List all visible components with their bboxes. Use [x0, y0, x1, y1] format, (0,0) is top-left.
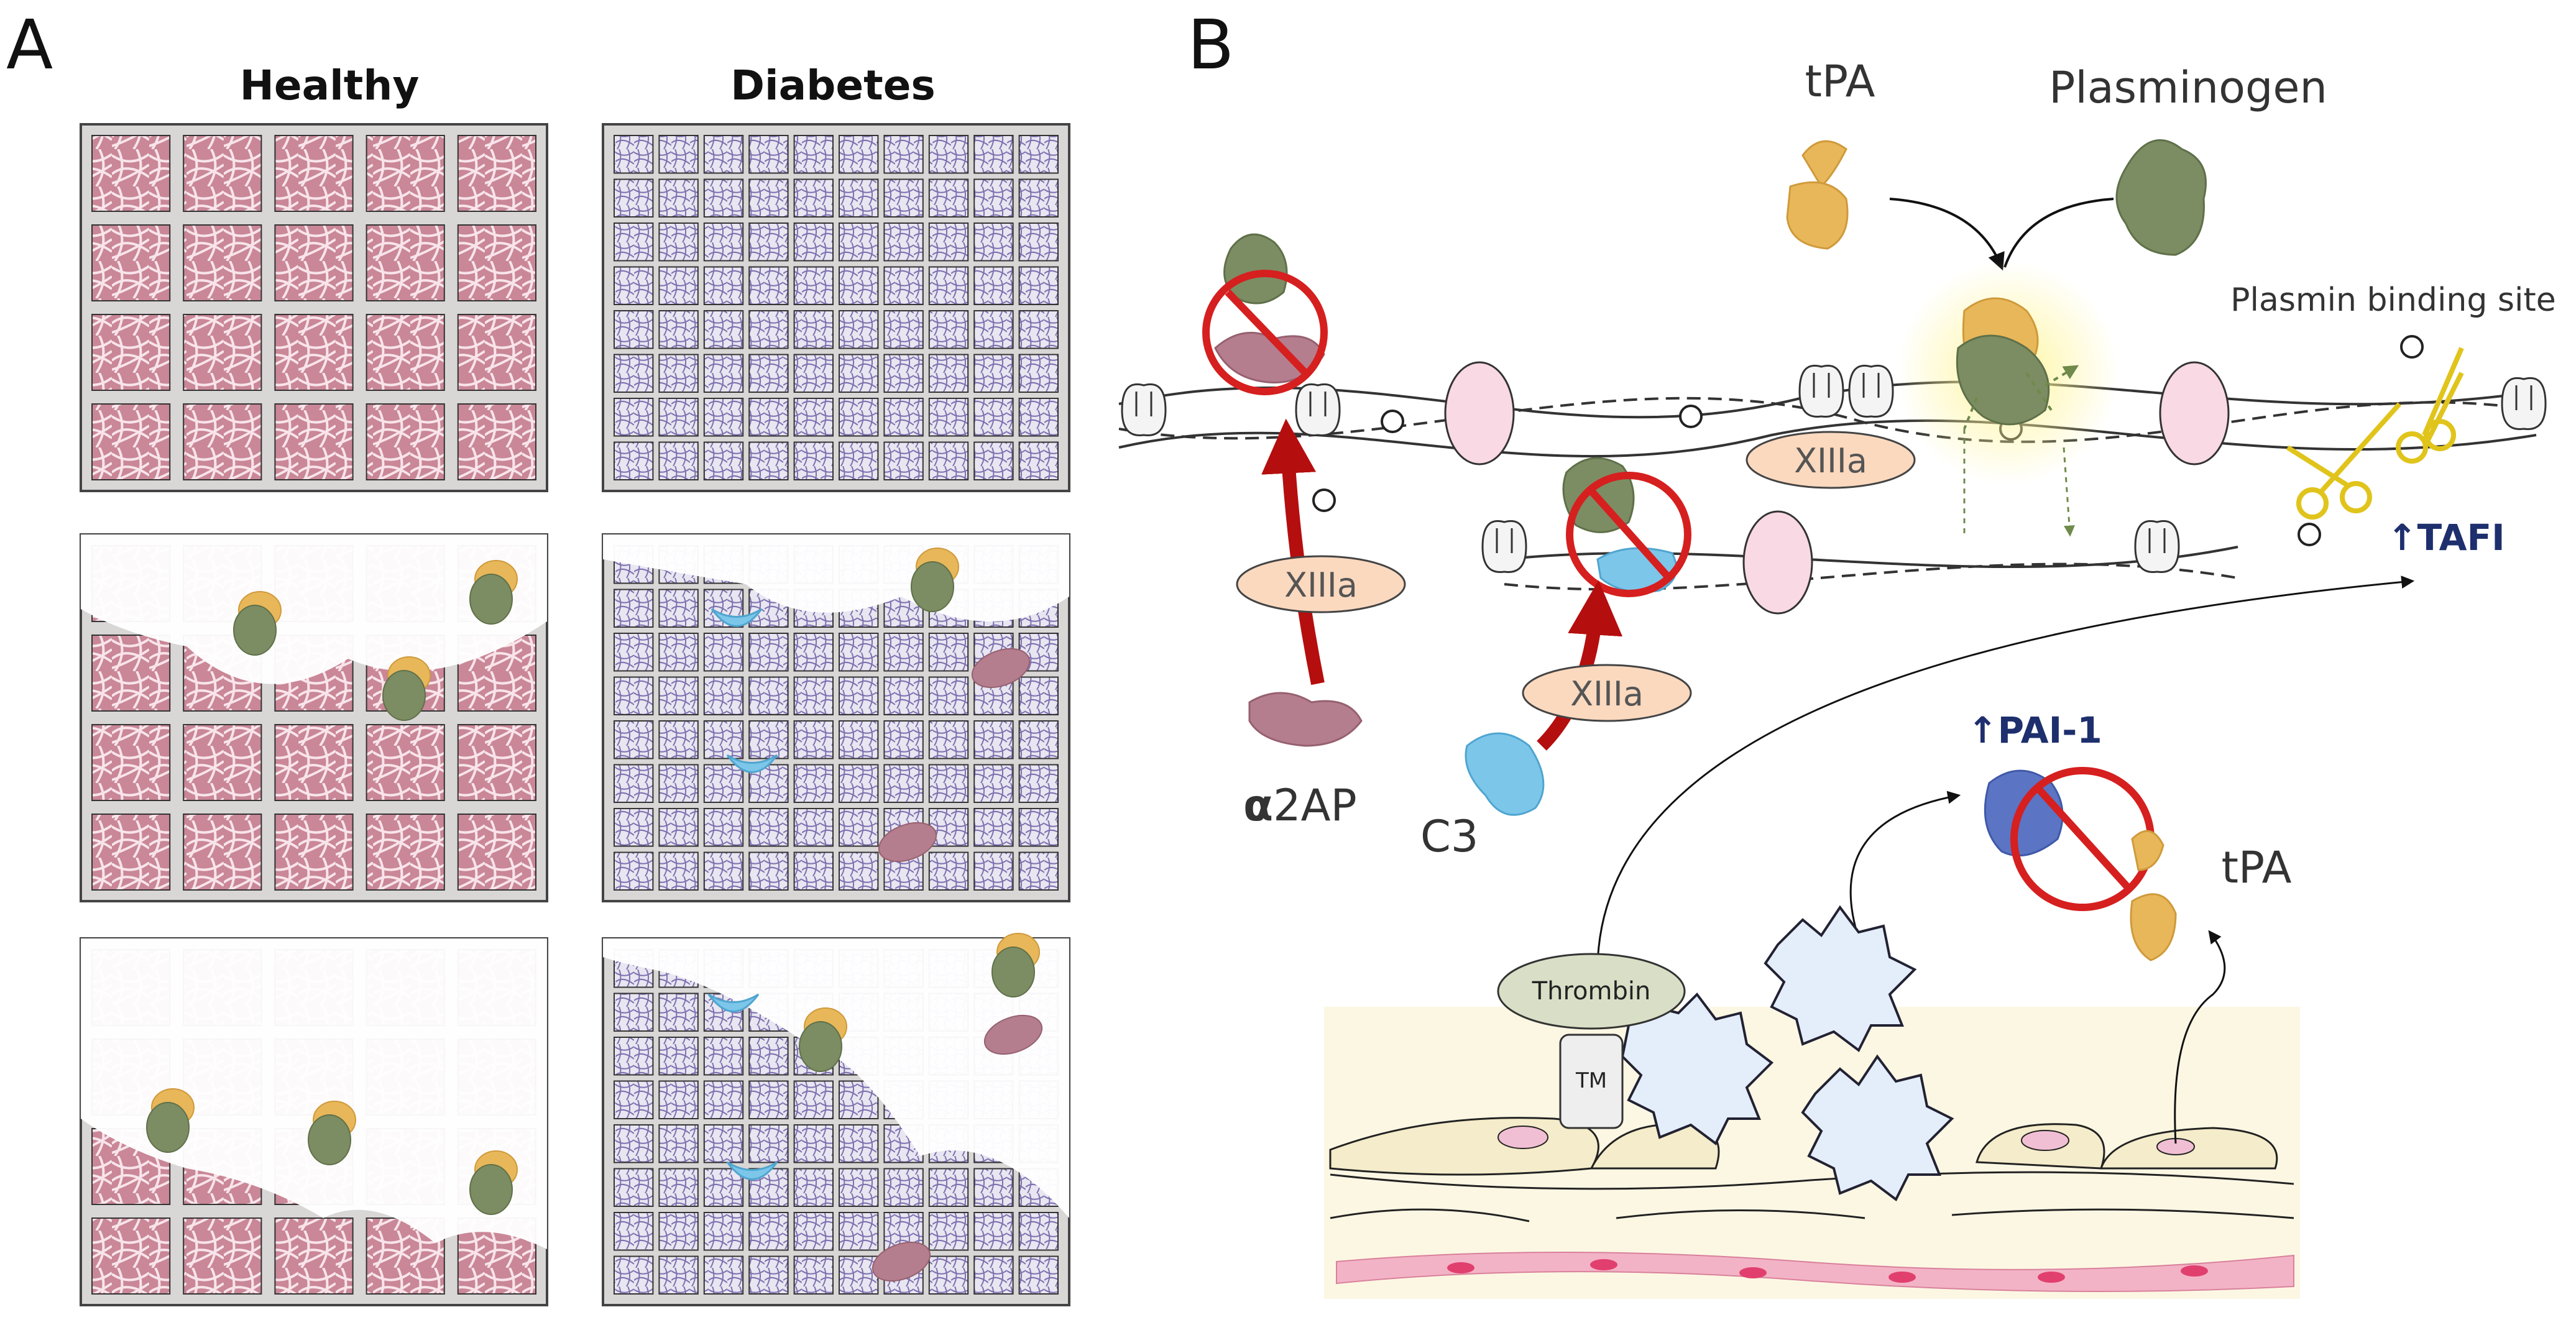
c3-molecule — [711, 608, 763, 627]
alpha2ap-molecule — [872, 1241, 931, 1282]
svg-text:XIIIa: XIIIa — [1794, 441, 1867, 480]
plasmin-tpa-complex — [308, 1101, 356, 1165]
endothelial-cells — [1329, 1117, 2278, 1176]
label-pai1: ↑PAI-1 — [1967, 709, 2102, 751]
plasmin-tpa-complex — [146, 1088, 195, 1153]
plasmin-tpa-complex — [469, 1150, 518, 1215]
panel-b-label: B — [1187, 5, 1234, 85]
label-tpa-bottom: tPA — [2221, 842, 2291, 893]
plasmin-complex — [1956, 297, 2076, 534]
plasminogen-molecule-top — [2115, 139, 2207, 256]
scissors-icon — [2286, 347, 2464, 520]
svg-text:TM: TM — [1575, 1068, 1607, 1093]
alpha2ap-molecule — [983, 1014, 1043, 1055]
vessel-wall — [1324, 1007, 2300, 1299]
plasmin-tpa-complex — [469, 560, 518, 625]
fibrin-e-domains — [1444, 361, 2230, 615]
inhibited-plasminogen-c3 — [1562, 457, 1691, 597]
svg-text:XIIIa: XIIIa — [1284, 566, 1358, 605]
plasmin-tpa-complex — [799, 1007, 847, 1072]
smooth-muscle-layer — [1336, 1252, 2294, 1292]
inhibition-symbol-c3 — [1566, 472, 1691, 597]
label-c3: C3 — [1420, 811, 1478, 862]
label-plasmin-binding-site: Plasmin binding site — [2230, 282, 2556, 319]
tpa-molecule-top — [1786, 140, 1849, 250]
label-tafi: ↑TAFI — [2387, 516, 2505, 559]
alpha2ap-molecule — [1248, 692, 1363, 747]
label-plasminogen: Plasminogen — [2049, 62, 2327, 113]
activated-platelets — [1621, 905, 1954, 1202]
c3-molecule — [726, 1161, 778, 1180]
label-tpa-top: tPA — [1805, 56, 1875, 107]
plasmin-tpa-complex — [911, 548, 959, 612]
label-alpha2ap: α2AP — [1243, 780, 1357, 831]
svg-text:Thrombin: Thrombin — [1532, 977, 1651, 1006]
xiiia-pill-left: XIIIa — [1236, 555, 1406, 613]
arrow-platelet-to-pai1 — [1849, 791, 1961, 939]
healthy-clot-intact — [80, 123, 548, 492]
column-header-diabetes: Diabetes — [730, 62, 936, 109]
tm-receptor: TM — [1559, 1034, 1624, 1129]
svg-text:XIIIa: XIIIa — [1570, 674, 1644, 713]
plasmin-tpa-complex — [382, 656, 431, 721]
tpa-molecule-bottom — [2130, 830, 2177, 961]
inhibited-plasminogen-alpha2ap — [1202, 233, 1328, 395]
fibrin-d-domains — [1121, 365, 2547, 573]
c3-molecule — [1465, 732, 1545, 816]
xiiia-pill-middle: XIIIa — [1522, 664, 1692, 722]
diabetes-clot-intact — [602, 123, 1070, 492]
panel-a-grids — [80, 123, 1070, 1306]
plasmin-tpa-complex — [233, 591, 282, 656]
xiiia-pill-right: XIIIa — [1746, 431, 1916, 489]
alpha2ap-molecule — [878, 822, 937, 863]
arrow-endothelium-to-tpa — [2174, 930, 2226, 1144]
arrow-thrombin-to-tafi — [1596, 575, 2415, 976]
panel-a-label: A — [6, 5, 53, 85]
plasmin-tpa-complex — [991, 933, 1040, 997]
c3-molecule — [707, 993, 760, 1012]
c3-molecule — [726, 754, 778, 773]
inhibition-symbol-alpha2ap — [1202, 270, 1328, 395]
column-header-healthy: Healthy — [240, 62, 420, 109]
arrow-plasminogen-to-activation — [2003, 198, 2114, 268]
arrow-tpa-to-activation — [1889, 198, 2005, 271]
alpha2ap-molecule — [971, 648, 1031, 689]
pai1-molecule — [1984, 769, 2064, 857]
thrombin-molecule: Thrombin — [1497, 953, 1686, 1030]
